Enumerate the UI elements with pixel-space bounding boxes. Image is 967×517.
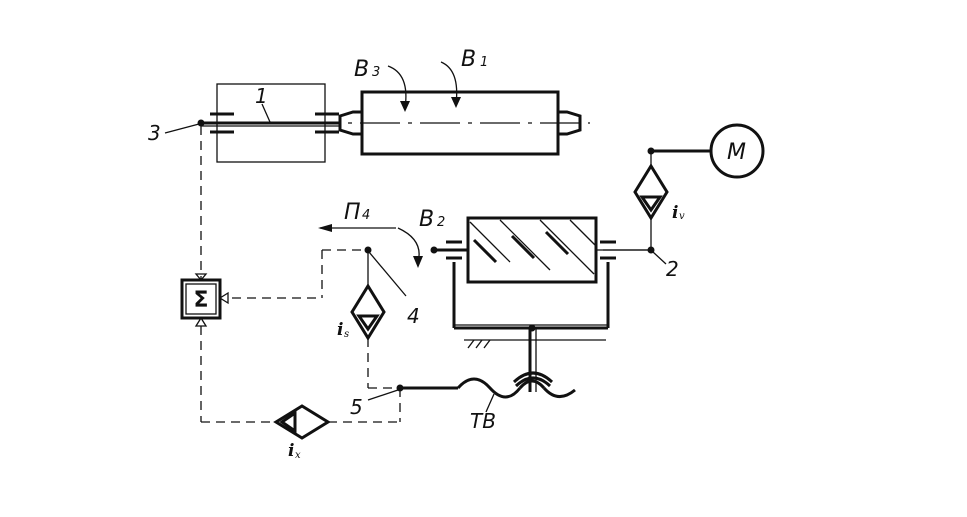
shaft-1	[164, 83, 340, 163]
label-b1: B	[461, 47, 476, 72]
label-iv: i	[672, 203, 678, 223]
workpiece-cylinder	[300, 90, 590, 156]
rotation-arrow-b2	[397, 227, 423, 268]
label-p4: П	[344, 200, 361, 225]
label-ix-sub: x	[295, 450, 301, 461]
label-point-5: 5	[350, 395, 363, 419]
summator-block	[180, 273, 229, 327]
label-b3: B	[354, 57, 369, 82]
ratio-is-gear-unit	[350, 246, 407, 389]
label-b2: B	[419, 207, 434, 232]
label-point-1: 1	[255, 84, 268, 108]
label-point-2: 2	[666, 257, 679, 281]
tool-block	[430, 216, 651, 392]
rotation-arrow-b3	[387, 65, 410, 112]
ratio-ix-gear-unit	[273, 404, 331, 440]
label-screw-tb: TB	[470, 409, 496, 433]
label-iv-sub: v	[679, 211, 685, 222]
label-is-sub: s	[344, 329, 349, 340]
label-ix: i	[288, 441, 294, 461]
summator-symbol: Σ	[193, 288, 208, 313]
feed-arrow-p4	[318, 224, 396, 232]
label-p4-sub: 4	[362, 208, 370, 223]
label-point-4: 4	[407, 304, 420, 328]
label-b2-sub: 2	[437, 215, 445, 230]
ratio-iv-gear-unit	[603, 151, 669, 265]
lead-screw	[367, 371, 576, 413]
label-b3-sub: 3	[372, 65, 380, 80]
label-b1-sub: 1	[480, 55, 488, 70]
dashed-control-links	[200, 126, 401, 423]
motor	[647, 123, 765, 179]
rotation-arrow-b1	[440, 61, 461, 108]
label-is: i	[337, 320, 343, 340]
motor-label: M	[727, 140, 746, 165]
label-point-3: 3	[148, 121, 161, 145]
